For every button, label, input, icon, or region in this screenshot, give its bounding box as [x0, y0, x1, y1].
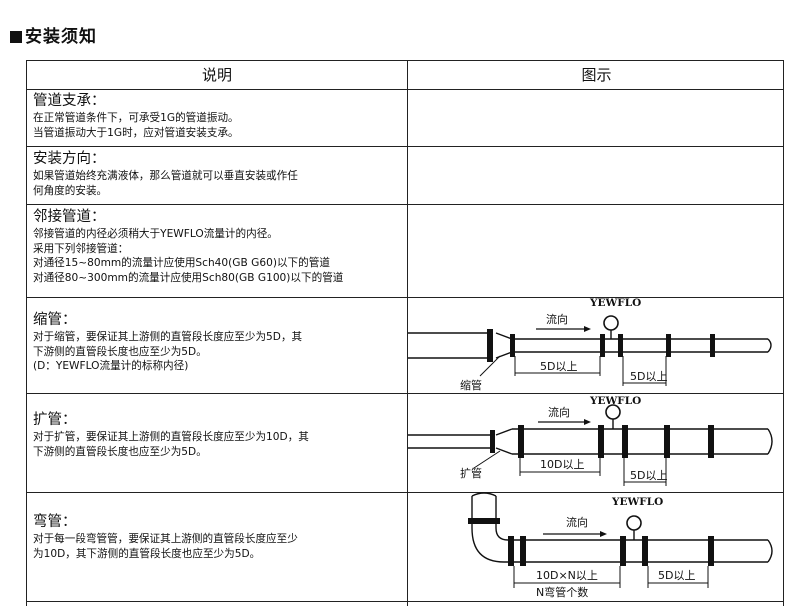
row-line: 为10D，其下游侧的直管段长度也应至少为5D。: [33, 547, 261, 560]
row-divider: [27, 601, 783, 602]
reducer-diagram: YEWFLO 流向 5D以上 5D以上 缩管: [408, 296, 778, 396]
flow-arrow-icon: [584, 326, 591, 332]
row-line: 对通径80~300mm的流量计应使用Sch80(GB G100)以下的管道: [33, 271, 344, 284]
row-title: 缩管：: [33, 312, 77, 328]
flowmeter-icon: [603, 315, 619, 331]
elbow-count-label: N弯管个数: [536, 585, 588, 599]
row-title: 管道支承：: [33, 93, 106, 109]
upstream-length-label: 10D×N以上: [536, 569, 598, 582]
row-divider: [27, 393, 783, 394]
row-title: 弯管：: [33, 514, 77, 530]
row-line: 对于缩管，要保证其上游侧的直管段长度应至少为5D，其: [33, 331, 303, 343]
row-divider: [27, 492, 783, 493]
meter-label: YEWFLO: [611, 496, 663, 508]
row-line: 对于每一段弯管管，要保证其上游侧的直管段长度应至少: [33, 533, 298, 545]
downstream-length-label: 5D以上: [658, 569, 695, 582]
row-title: 扩管：: [33, 412, 77, 428]
instructions-table: 说明 图示 管道支承： 在正常管道条件下，可承受1G的管道振动。 当管道振动大于…: [26, 60, 784, 606]
row-divider: [27, 146, 783, 147]
flow-label: 流向: [566, 515, 588, 529]
expander-diagram: YEWFLO 流向 10D以上 5D以上 扩管: [408, 396, 778, 491]
elbow-diagram: YEWFLO 流向 10D×N以上 5D以上 N弯管个数: [408, 490, 778, 605]
row-divider: [27, 204, 783, 205]
flow-arrow-icon: [600, 531, 607, 537]
table-row: 安装方向： 如果管道始终充满液体，那么管道就可以垂直安装或作任 何角度的安装。: [33, 150, 403, 198]
row-line: 如果管道始终充满液体，那么管道就可以垂直安装或作任: [33, 170, 298, 182]
row-line: 下游侧的直管段长度也应至少为5D。: [33, 445, 207, 458]
column-header-description: 说明: [201, 66, 232, 84]
row-line: 邻接管道的内径必须稍大于YEWFLO流量计的内径。: [33, 228, 278, 240]
table-row: 弯管： 对于每一段弯管管，要保证其上游侧的直管段长度应至少 为10D，其下游侧的…: [33, 513, 403, 561]
row-line: (D：YEWFLO流量计的标称内径): [33, 360, 189, 372]
part-label: 扩管: [460, 466, 482, 480]
row-line: 对通径15~80mm的流量计应使用Sch40(GB G60)以下的管道: [33, 257, 330, 269]
row-divider: [27, 297, 783, 298]
column-divider: [407, 61, 408, 606]
row-line: 采用下列邻接管道：: [33, 242, 129, 255]
meter-label: YEWFLO: [589, 396, 641, 407]
column-header-diagram: 图示: [581, 66, 612, 84]
meter-label: YEWFLO: [589, 297, 641, 309]
row-title: 邻接管道：: [33, 209, 106, 225]
flowmeter-icon: [626, 515, 642, 531]
row-line: 何角度的安装。: [33, 184, 108, 197]
table-row: 扩管： 对于扩管，要保证其上游侧的直管段长度应至少为10D，其 下游侧的直管段长…: [33, 411, 403, 459]
square-bullet-icon: [10, 31, 22, 43]
row-title: 安装方向：: [33, 151, 106, 167]
table-row: 缩管： 对于缩管，要保证其上游侧的直管段长度应至少为5D，其 下游侧的直管段长度…: [33, 311, 403, 374]
table-row: 管道支承： 在正常管道条件下，可承受1G的管道振动。 当管道振动大于1G时，应对…: [33, 92, 403, 140]
flow-arrow-icon: [584, 419, 591, 425]
row-line: 对于扩管，要保证其上游侧的直管段长度应至少为10D，其: [33, 431, 309, 443]
row-line: 在正常管道条件下，可承受1G的管道振动。: [33, 112, 239, 124]
table-row: 邻接管道： 邻接管道的内径必须稍大于YEWFLO流量计的内径。 采用下列邻接管道…: [33, 208, 403, 285]
upstream-length-label: 5D以上: [540, 360, 577, 373]
upstream-length-label: 10D以上: [540, 458, 584, 471]
page-title-text: 安装须知: [25, 27, 97, 47]
flow-label: 流向: [546, 312, 568, 326]
downstream-length-label: 5D以上: [630, 370, 667, 383]
row-line: 当管道振动大于1G时，应对管道安装支承。: [33, 126, 239, 139]
downstream-length-label: 5D以上: [630, 469, 667, 482]
part-label: 缩管: [460, 378, 482, 392]
flowmeter-icon: [605, 404, 621, 420]
row-divider: [27, 89, 783, 90]
flow-label: 流向: [548, 405, 570, 419]
row-line: 下游侧的直管段长度也应至少为5D。: [33, 345, 207, 358]
page-title: 安装须知: [10, 22, 97, 47]
